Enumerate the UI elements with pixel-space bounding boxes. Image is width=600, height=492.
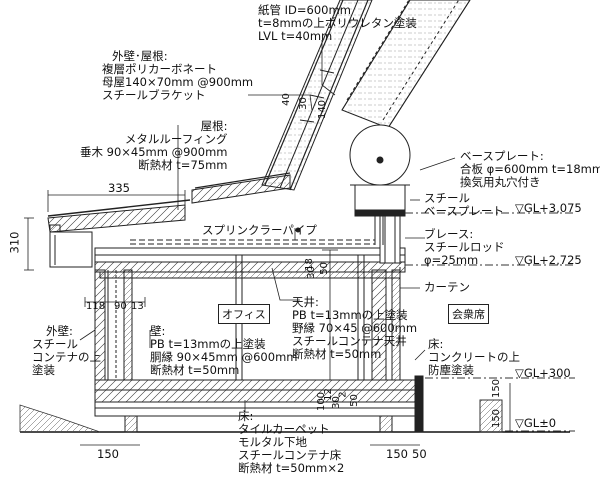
ceiling-structure [94, 214, 406, 279]
roof-label: 屋根: メタルルーフィング 垂木 90×45mm @900mm 断熱材 t=75… [80, 120, 227, 172]
dim-335: 335 [108, 181, 130, 195]
brace-line3: φ=25mm [424, 253, 479, 267]
floor-label: 床: タイルカーペット モルタル下地 スチールコンテナ床 断熱材 t=50mm×… [238, 410, 344, 475]
outer-wall-line3: コンテナの上 [32, 350, 101, 364]
outer-wall-roof-line1: 外壁･屋根: [112, 49, 168, 63]
curtain-label: カーテン [424, 280, 470, 294]
steel-base-plate-line1: スチール [424, 191, 470, 205]
dim-50b: 50 [412, 447, 427, 461]
dim-150d: 150 [491, 408, 503, 429]
leader-lines [79, 40, 456, 412]
base-plate-line1: ベースプレート: [460, 149, 544, 163]
assembly-room-label: 会衆席 [448, 304, 489, 324]
wall-line2: PB t=13mmの上塗装 [150, 337, 266, 351]
dim-150a: 150 [97, 447, 119, 461]
floor-line4: スチールコンテナ床 [238, 448, 342, 462]
roof-line2: メタルルーフィング [124, 132, 228, 146]
dim-30b: 30 [305, 266, 317, 279]
roof-line3: 垂木 90×45mm @900mm [80, 145, 228, 159]
base-plate-line2: 合板 φ=600mm t=18mm [460, 162, 600, 176]
dim-13: 13 [131, 301, 144, 312]
wall-line1: 壁: [150, 324, 166, 338]
dim-90: 90 [114, 301, 127, 312]
dim-310: 310 [7, 231, 22, 254]
outer-wall-line4: 塗装 [32, 363, 55, 377]
pipe-label-line3: LVL t=40mm [258, 29, 333, 43]
pipe-label-line2: t=8mmの上ポリウレタン塗装 [258, 16, 417, 30]
outer-wall-line1: 外壁: [46, 324, 73, 338]
brace-line1: ブレース: [424, 227, 474, 241]
wall-label: 壁: PB t=13mmの上塗装 胴縁 90×45mm @600mm 断熱材 t… [150, 325, 297, 377]
ceiling-line1: 天井: [292, 295, 319, 309]
floor-line5: 断熱材 t=50mm×2 [238, 461, 345, 475]
dim-40: 40 [280, 93, 292, 106]
steel-base-plate-label: スチール ベースプレート [424, 192, 504, 218]
outer-wall-roof-line2: 複層ポリカーボネート [102, 62, 217, 76]
roof-line1: 屋根: [200, 119, 228, 133]
base-plate-label: ベースプレート: 合板 φ=600mm t=18mm 換気用丸穴付き [460, 150, 600, 189]
level-lines [405, 212, 575, 432]
dim-50c: 50 [348, 394, 360, 407]
ceiling-line2: PB t=13mmの上塗装 [292, 308, 408, 322]
paper-tube [341, 0, 471, 245]
steel-base-plate-line2: ベースプレート [424, 204, 504, 218]
pipe-label-line1: 紙管 ID=600mm [258, 3, 351, 17]
brace-line2: スチールロッド [424, 240, 505, 254]
wall-line4: 断熱材 t=50mm [150, 363, 240, 377]
dim-118: 118 [86, 301, 106, 312]
base-plate-line3: 換気用丸穴付き [460, 175, 541, 189]
pipe-label: 紙管 ID=600mm t=8mmの上ポリウレタン塗装 LVL t=40mm [258, 4, 417, 43]
outer-wall-roof-line3: 母屋140×70mm @900mm [102, 75, 254, 89]
floor-line1: 床: [238, 409, 254, 423]
outer-wall-label: 外壁: スチール コンテナの上 塗装 [32, 325, 101, 377]
dim-150c: 150 [491, 378, 503, 399]
roof-line4: 断熱材 t=75mm [138, 158, 228, 172]
floor-right-label: 床: コンクリートの上 防塵塗装 [428, 338, 520, 377]
sprinkler-pipe [130, 227, 375, 249]
floor-right-line3: 防塵塗装 [428, 363, 474, 377]
level-gl300: ▽GL+300 [515, 366, 571, 380]
ceiling-label: 天井: PB t=13mmの上塗装 野縁 70×45 @600mm スチールコン… [292, 296, 417, 361]
outer-wall-line2: スチール [32, 337, 78, 351]
floor-right-line2: コンクリートの上 [428, 350, 520, 364]
dim-150b: 150 [386, 447, 408, 461]
floor-line3: モルタル下地 [238, 435, 307, 449]
ceiling-line3: 野縁 70×45 @600mm [292, 321, 418, 335]
ceiling-line5: 断熱材 t=50mm [292, 347, 382, 361]
floor-line2: タイルカーペット [238, 422, 330, 436]
sprinkler-label: スプリンクラーパイプ [202, 223, 317, 237]
level-gl2725: ▽GL+2,725 [515, 253, 582, 267]
outer-wall-roof-line4: スチールブラケット [102, 88, 206, 102]
outer-wall-roof-label: 外壁･屋根: 複層ポリカーボネート 母屋140×70mm @900mm スチール… [102, 50, 253, 102]
dim-30c: 30 [330, 396, 342, 409]
dim-140: 140 [317, 99, 329, 120]
level-gl3075: ▽GL+3,075 [515, 201, 582, 215]
ground [19, 399, 570, 433]
inclined-roof [261, 0, 373, 191]
ceiling-line4: スチールコンテナ天井 [292, 334, 407, 348]
level-gl0: ▽GL±0 [515, 416, 557, 430]
brace-label: ブレース: スチールロッド φ=25mm [424, 228, 505, 267]
dim-50: 50 [318, 262, 330, 275]
office-room-label: オフィス [218, 304, 270, 324]
dimension-lines [24, 190, 511, 446]
wall-line3: 胴縁 90×45mm @600mm [150, 350, 298, 364]
floor-right-line1: 床: [428, 337, 444, 351]
floor-structure [94, 375, 424, 433]
dim-30: 30 [297, 97, 309, 110]
